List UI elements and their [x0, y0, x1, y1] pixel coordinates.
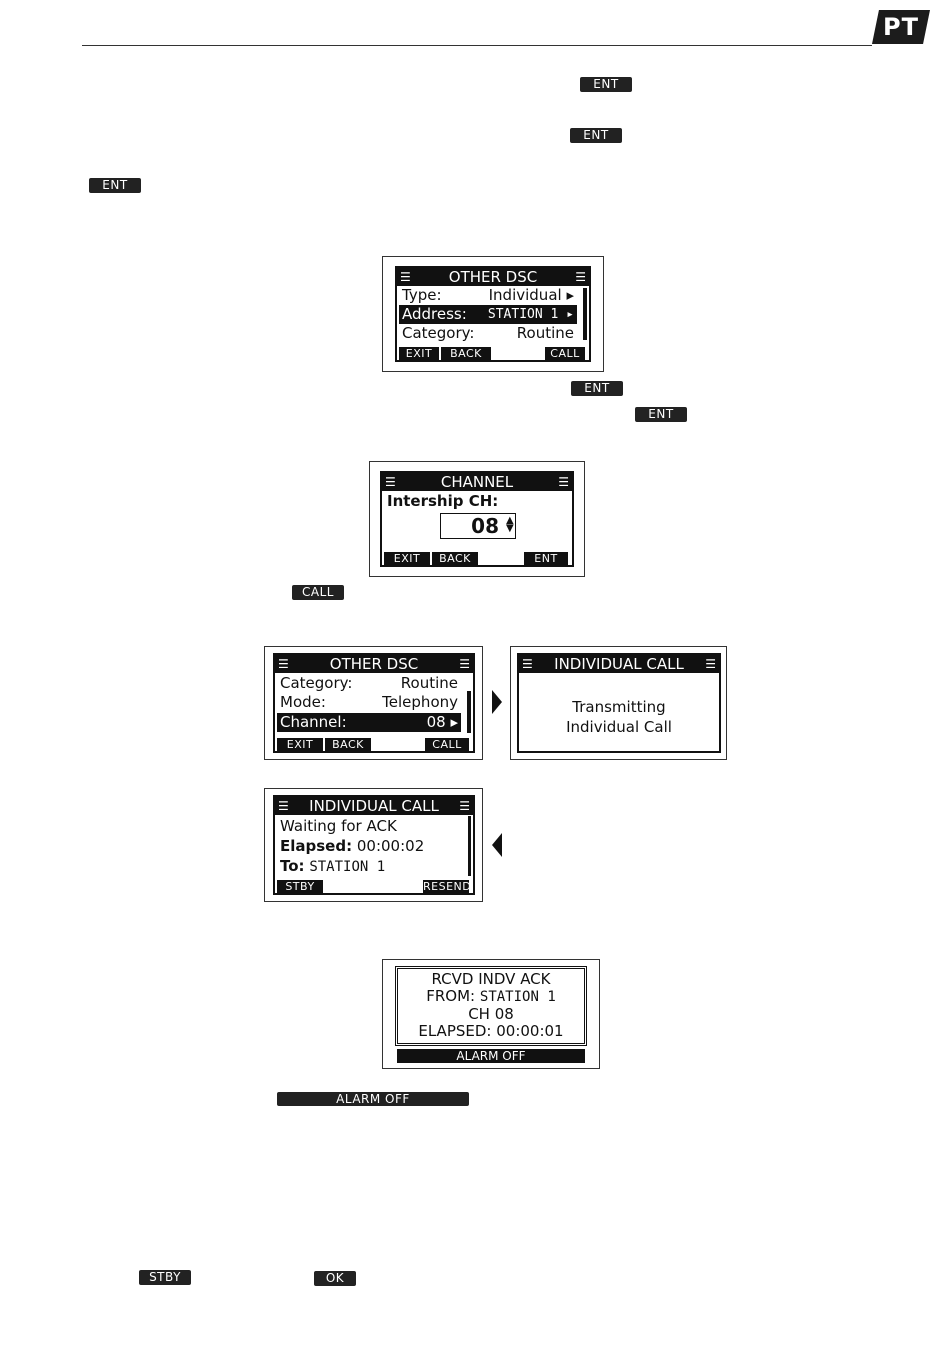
- elapsed-line: Elapsed: 00:00:02: [280, 837, 425, 855]
- softkey-back: BACK: [325, 738, 371, 751]
- ent-key-icon: ENT: [570, 128, 622, 143]
- from-line: FROM: STATION 1: [426, 987, 556, 1006]
- row-label: Category:: [280, 674, 353, 692]
- softkey-exit: EXIT: [399, 347, 439, 360]
- row-type: Type: Individual ▸: [399, 286, 577, 305]
- screen-title: INDIVIDUAL CALL: [519, 655, 719, 673]
- menu-icon: ☰: [705, 657, 716, 671]
- menu-icon: ☰: [278, 657, 289, 671]
- arrow-right-icon: [492, 690, 502, 714]
- scrollbar: [583, 288, 587, 340]
- intership-label: Intership CH:: [387, 492, 499, 510]
- ack-title: RCVD INDV ACK: [431, 970, 551, 988]
- softkey-call: CALL: [425, 738, 469, 751]
- softkey-exit: EXIT: [384, 552, 430, 565]
- softkey-stby: STBY: [277, 880, 323, 893]
- menu-icon: ☰: [385, 475, 396, 489]
- screen-title: OTHER DSC: [275, 655, 473, 673]
- menu-icon: ☰: [278, 799, 289, 813]
- softkey-alarm-off: ALARM OFF: [397, 1049, 585, 1063]
- menu-icon: ☰: [459, 657, 470, 671]
- row-address: Address: STATION 1 ▸: [399, 305, 577, 324]
- ch-line: CH 08: [468, 1005, 514, 1023]
- screen-other-dsc: OTHER DSC ☰ ☰ Type: Individual ▸ Address…: [395, 266, 591, 362]
- wait-line: Waiting for ACK: [280, 817, 397, 835]
- row-value: Telephony: [382, 693, 458, 711]
- screen-rcvd-ack: RCVD INDV ACK FROM: STATION 1 CH 08 ELAP…: [395, 966, 587, 1046]
- header-rule: [82, 45, 872, 46]
- to-line: To: STATION 1: [280, 857, 386, 875]
- language-badge: PT: [872, 10, 930, 44]
- ent-key-icon: ENT: [635, 407, 687, 422]
- row-category: Category: Routine: [277, 674, 461, 693]
- row-value: Individual ▸: [488, 286, 574, 304]
- updown-icon: ▲▼: [506, 515, 514, 534]
- status-line: Transmitting: [572, 698, 666, 716]
- row-channel: Channel: 08 ▸: [277, 713, 461, 732]
- row-category: Category: Routine: [399, 324, 577, 343]
- stby-key-icon: STBY: [139, 1270, 191, 1285]
- screen-channel-frame: CHANNEL ☰ ☰ Intership CH: 08 ▲▼ EXIT BAC…: [369, 461, 585, 577]
- screen-title: OTHER DSC: [397, 268, 589, 286]
- status-text: Transmitting Individual Call: [519, 697, 719, 737]
- screen-indv-call-tx: INDIVIDUAL CALL ☰ ☰ Transmitting Individ…: [517, 653, 721, 753]
- row-label: Address:: [402, 305, 467, 323]
- ent-key-icon: ENT: [89, 178, 141, 193]
- menu-icon: ☰: [400, 270, 411, 284]
- softkey-resend: RESEND: [423, 880, 472, 893]
- menu-icon: ☰: [522, 657, 533, 671]
- row-value: 08 ▸: [426, 713, 458, 731]
- row-mode: Mode: Telephony: [277, 693, 461, 712]
- ok-key-icon: OK: [314, 1271, 356, 1286]
- row-value: Routine: [516, 324, 574, 342]
- call-key-icon: CALL: [292, 585, 344, 600]
- ent-key-icon: ENT: [571, 381, 623, 396]
- softkey-back: BACK: [432, 552, 478, 565]
- screen-other-dsc-2: OTHER DSC ☰ ☰ Category: Routine Mode: Te…: [273, 653, 475, 753]
- row-value: Routine: [400, 674, 458, 692]
- channel-value: 08: [440, 513, 516, 539]
- row-label: Mode:: [280, 693, 326, 711]
- row-label: Channel:: [280, 713, 347, 731]
- menu-icon: ☰: [575, 270, 586, 284]
- screen-title: CHANNEL: [382, 473, 572, 491]
- status-line: Individual Call: [566, 718, 672, 736]
- screen-title: INDIVIDUAL CALL: [275, 797, 473, 815]
- menu-icon: ☰: [558, 475, 569, 489]
- screen-channel: CHANNEL ☰ ☰ Intership CH: 08 ▲▼ EXIT BAC…: [380, 471, 574, 567]
- softkey-ent: ENT: [524, 552, 568, 565]
- arrow-left-icon: [492, 833, 502, 857]
- softkey-exit: EXIT: [277, 738, 323, 751]
- scrollbar: [467, 691, 471, 733]
- elapsed-line: ELAPSED: 00:00:01: [418, 1022, 564, 1040]
- row-value: STATION 1 ▸: [487, 307, 574, 322]
- menu-icon: ☰: [459, 799, 470, 813]
- scrollbar: [468, 816, 471, 876]
- row-label: Category:: [402, 324, 475, 342]
- screen-rcvd-ack-frame: RCVD INDV ACK FROM: STATION 1 CH 08 ELAP…: [382, 959, 600, 1069]
- screen-other-dsc-2-frame: OTHER DSC ☰ ☰ Category: Routine Mode: Te…: [264, 646, 483, 760]
- screen-indv-call-wait: INDIVIDUAL CALL ☰ ☰ Waiting for ACK Elap…: [273, 795, 475, 895]
- softkey-call: CALL: [545, 347, 585, 360]
- ent-key-icon: ENT: [580, 77, 632, 92]
- screen-indv-call-wait-frame: INDIVIDUAL CALL ☰ ☰ Waiting for ACK Elap…: [264, 788, 483, 902]
- screen-other-dsc-frame: OTHER DSC ☰ ☰ Type: Individual ▸ Address…: [382, 256, 604, 372]
- alarm-off-key-icon: ALARM OFF: [277, 1092, 469, 1106]
- row-label: Type:: [402, 286, 442, 304]
- screen-indv-call-tx-frame: INDIVIDUAL CALL ☰ ☰ Transmitting Individ…: [510, 646, 727, 760]
- softkey-back: BACK: [441, 347, 491, 360]
